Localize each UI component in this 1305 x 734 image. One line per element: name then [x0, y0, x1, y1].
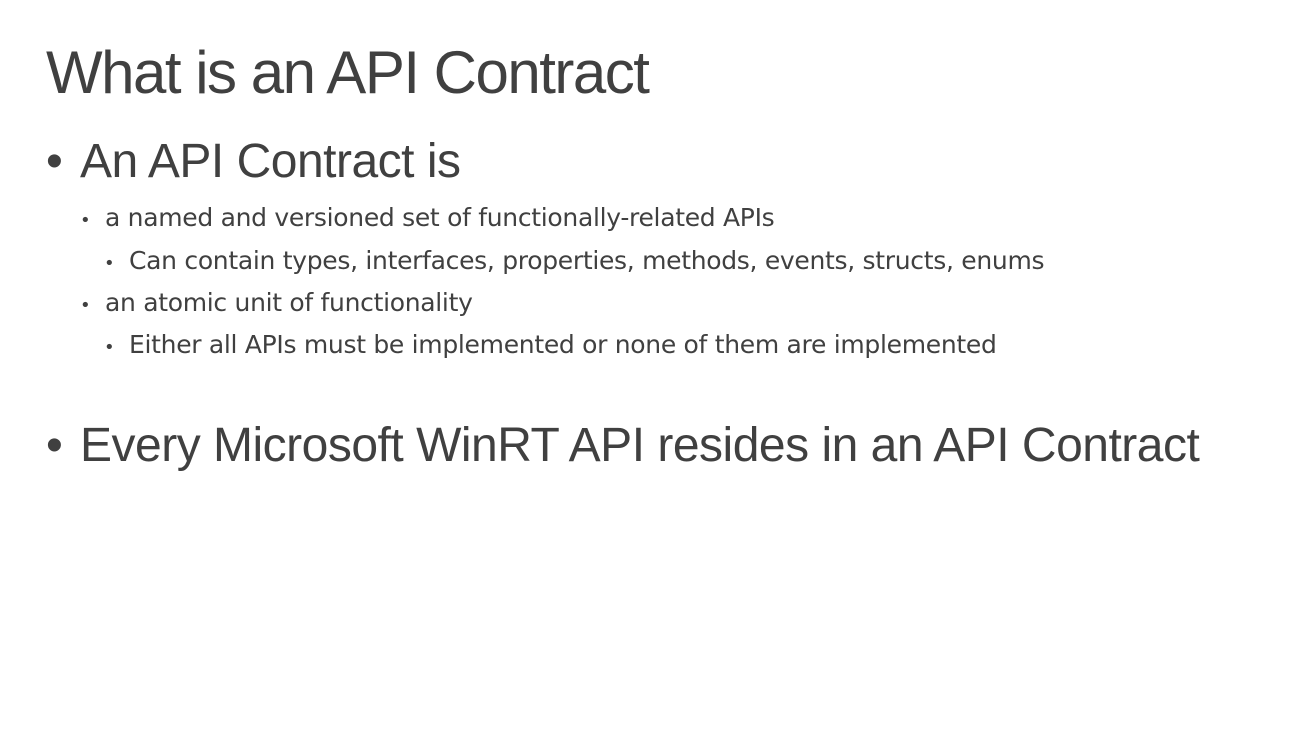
bullet-text: Every Microsoft WinRT API resides in an …	[80, 419, 1200, 472]
bullet-dot-icon: •	[46, 135, 63, 188]
bullet-text: An API Contract is	[80, 135, 461, 188]
bullet-level2-atomic-unit: • an atomic unit of functionality	[80, 287, 473, 322]
bullet-dot-icon: •	[80, 210, 91, 231]
bullet-level2-named-versioned-set: • a named and versioned set of functiona…	[80, 202, 775, 237]
bullet-dot-icon: •	[80, 295, 91, 316]
bullet-level1-winrt-api: • Every Microsoft WinRT API resides in a…	[46, 418, 1200, 474]
bullet-dot-icon: •	[46, 419, 63, 472]
bullet-level3-can-contain-types: • Can contain types, interfaces, propert…	[104, 245, 1045, 280]
bullet-level3-all-or-none: • Either all APIs must be implemented or…	[104, 329, 997, 364]
bullet-dot-icon: •	[104, 337, 115, 358]
slide-title: What is an API Contract	[46, 39, 650, 106]
bullet-dot-icon: •	[104, 253, 115, 274]
bullet-text: a named and versioned set of functionall…	[105, 203, 775, 232]
bullet-text: Can contain types, interfaces, propertie…	[129, 246, 1045, 275]
bullet-level1-api-contract-is: • An API Contract is	[46, 134, 1200, 190]
bullet-text: Either all APIs must be implemented or n…	[129, 330, 997, 359]
bullet-text: an atomic unit of functionality	[105, 288, 473, 317]
